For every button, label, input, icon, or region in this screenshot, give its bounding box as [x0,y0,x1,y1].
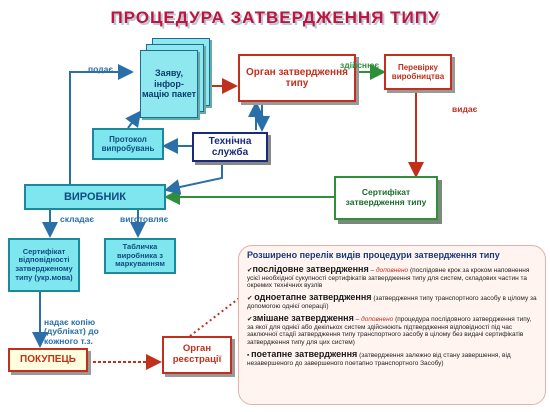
edge-tech-manufacturer [164,162,223,195]
label-performs: здійснює [340,60,380,70]
edge-protocol-app [125,110,142,129]
info-panel: Розширено перелік видів процедури затвер… [238,245,546,405]
label-provides: надає копію (дублікат) до кожного т.з. [44,317,99,346]
info-heading: Розширено перелік видів процедури затвер… [247,250,500,260]
conformity-certificate: Сертифікат відповідності затвердженому т… [8,238,80,292]
page-title: ПРОЦЕДУРА ЗАТВЕРДЖЕННЯ ТИПУ [110,8,440,27]
marking-plate: Табличка виробника з маркуванням [104,238,176,274]
type-certificate: Сертифікат затвердження типу [334,176,438,220]
approval-body: Орган затвердження типу [238,54,356,102]
application-package: Заяву, інфор-мацію пакет [140,50,198,118]
info-item: ✔послідовне затвердження – доповнено (по… [247,263,530,290]
buyer: ПОКУПЕЦЬ [8,348,88,372]
registration-body: Орган реєстрації [162,336,232,374]
type-certificate-box: Сертифікат затвердження типу [334,176,438,220]
test-report: Протокол випробувань [92,128,164,160]
production-check: Перевірку виробництва [384,54,452,90]
label-issues: видає [452,104,478,114]
info-item: ✔змішане затвердження – доповнено (проце… [247,312,532,347]
manufacturer: ВИРОБНИК [24,184,166,210]
label-drafts: складає [60,214,95,224]
info-item: ▪ поетапне затвердження (затвердження за… [247,348,511,367]
tech-service: Технічна служба [192,132,268,162]
label-submits: подає [88,64,114,74]
edge-submit [69,64,134,188]
label-makes: виготовляє [120,214,169,224]
info-item: ✔ одноетапне затвердження (затвердження … [247,292,537,310]
